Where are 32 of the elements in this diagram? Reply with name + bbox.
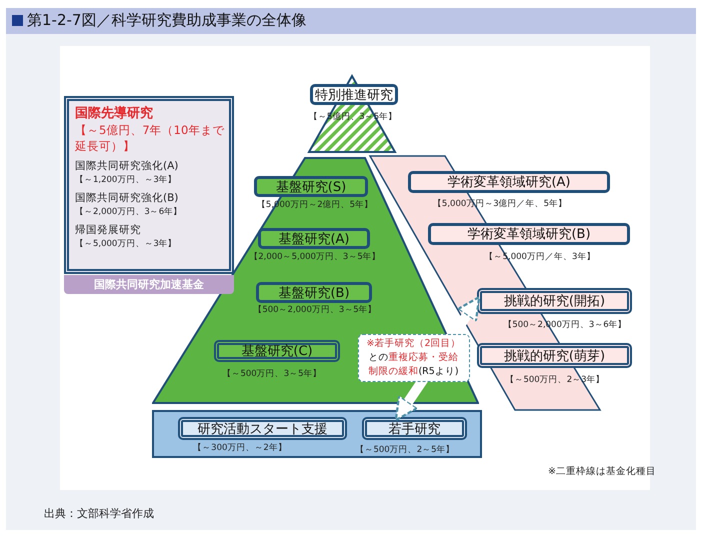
- program-box: 挑戦的研究(萌芽): [477, 343, 632, 368]
- amount-text: 【～2,000万円、3～6年】: [75, 206, 184, 218]
- program-box: 特別推進研究: [310, 84, 398, 105]
- program-box: 学術変革領域研究(A): [408, 171, 610, 193]
- program-box: 基盤研究(A): [258, 228, 370, 249]
- amount-text: 【5,000万円～3億円／年、5年】: [432, 198, 568, 210]
- program-box: 研究活動スタート支援: [178, 417, 347, 440]
- amount-text: 【～500万円、3～5年】: [222, 368, 322, 380]
- program-box: 基盤研究(C): [214, 340, 340, 362]
- amount-text: 【～500万円、2～5年】: [355, 444, 455, 456]
- program-box: 学術変革領域研究(B): [428, 223, 630, 245]
- program-box: 挑戦的研究(開拓): [477, 288, 632, 314]
- program-name: 国際共同研究強化(A): [75, 159, 180, 173]
- program-box: 基盤研究(B): [256, 282, 372, 303]
- program-name: 帰国発展研究: [75, 223, 142, 237]
- heading-text: 国際先導研究: [75, 106, 154, 122]
- amount-text: 【～500万円、2～3年】: [505, 374, 605, 386]
- figure-title: 第1-2-7図／科学研究費助成事業の全体像: [27, 11, 306, 30]
- amount-text: 【500～2,000万円、3～5年】: [253, 304, 377, 316]
- amount-text: 【～5,000万円、～3年】: [75, 238, 178, 250]
- edge-label: ※若手研究（2回目）との重複応募・受給制限の緩和(R5より): [358, 334, 470, 382]
- source-caption: 出典：文部科学省作成: [44, 506, 154, 521]
- program-box: 基盤研究(S): [254, 176, 368, 197]
- program-box: 若手研究: [362, 417, 467, 440]
- amount-text: 【～5億円、7年（10年まで延長可）】: [75, 122, 226, 154]
- base-band: [152, 410, 482, 458]
- note-text: ※二重枠線は基金化種目: [548, 465, 656, 478]
- amount-text: 【2,000～5,000万円、3～5年】: [249, 251, 381, 263]
- fund-tab: 国際共同研究加速基金: [64, 275, 234, 294]
- amount-text: 【～1,200万円、～3年】: [75, 174, 178, 186]
- amount-text: 【～300万円、～2年】: [193, 442, 287, 454]
- program-name: 国際共同研究強化(B): [75, 191, 180, 205]
